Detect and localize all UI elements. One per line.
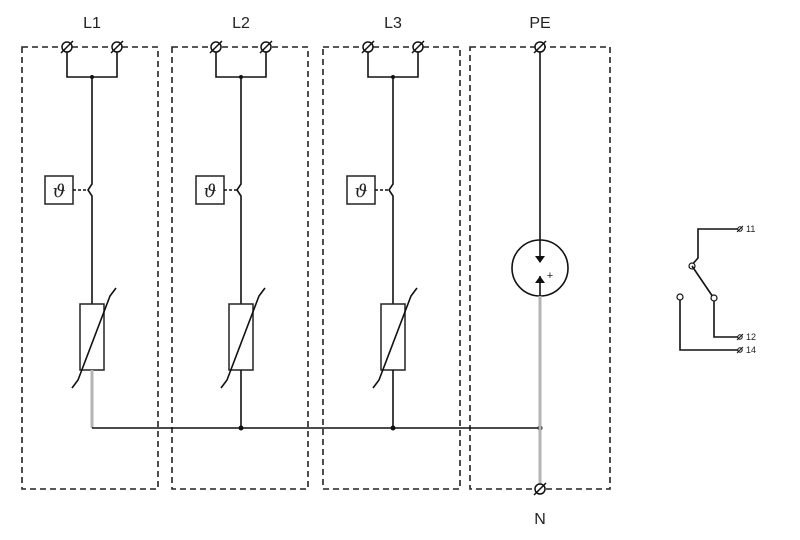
remote-contact: 11 12 14 [676,224,756,355]
contact-blade [691,265,714,298]
contact-wire-11 [690,228,738,267]
bus-junction-l2 [238,425,244,431]
pin-12-label: 12 [746,332,756,342]
varistor-l3-slash [372,287,418,389]
varistor-l3 [380,303,406,371]
thermal-symbol-l2: ϑ [204,181,217,202]
thermal-symbol-l3: ϑ [355,181,368,202]
junction-dot [90,75,94,79]
terminal-l3-a [361,40,375,54]
gdt-arrow-down-icon [535,256,545,263]
terminal-l3-b [411,40,425,54]
label-pe: PE [529,15,550,32]
terminal-bridge-l1 [66,52,118,78]
thermal-symbol-l1: ϑ [53,181,66,202]
pin-12-terminal-icon [736,333,744,341]
terminal-pe [533,40,547,54]
module-l1: ϑ [44,40,124,428]
terminal-l2-b [259,40,273,54]
varistor-l1-slash [71,287,117,389]
label-l3: L3 [384,15,402,32]
contact-node-14 [676,293,684,301]
module-l3: ϑ [346,40,425,428]
junction-dot [239,75,243,79]
contact-node-12 [710,294,718,302]
switch-contact-l2 [236,178,242,198]
label-l2: L2 [232,15,250,32]
pin-11-label: 11 [746,224,755,234]
pin-14-terminal-icon [736,346,744,354]
varistor-l1 [79,303,105,371]
pin-14-label: 14 [746,345,756,355]
label-n: N [534,511,546,528]
junction-dot [391,75,395,79]
switch-contact-l3 [388,178,394,198]
bus-junction-l3 [390,425,396,431]
thermal-disconnector-l3 [346,175,376,205]
pin-11-terminal-icon [736,225,744,233]
terminal-n [533,482,547,496]
label-l1: L1 [83,15,101,32]
varistor-l2 [228,303,254,371]
module-pe: + [511,40,569,496]
module-l3-enclosure [322,46,461,490]
varistor-l2-slash [220,287,266,389]
module-l1-enclosure [21,46,159,490]
terminal-bridge-l2 [215,52,267,78]
terminal-l1-b [110,40,124,54]
terminal-l1-a [60,40,74,54]
module-l2-enclosure [171,46,309,490]
contact-wire-12 [713,301,738,338]
terminal-l2-a [209,40,223,54]
contact-wire-14 [679,300,738,351]
gdt-plus: + [547,270,553,282]
terminal-bridge-l3 [367,52,419,78]
switch-contact-l1 [87,178,93,198]
module-l2: ϑ [195,40,273,428]
thermal-disconnector-l2 [195,175,225,205]
